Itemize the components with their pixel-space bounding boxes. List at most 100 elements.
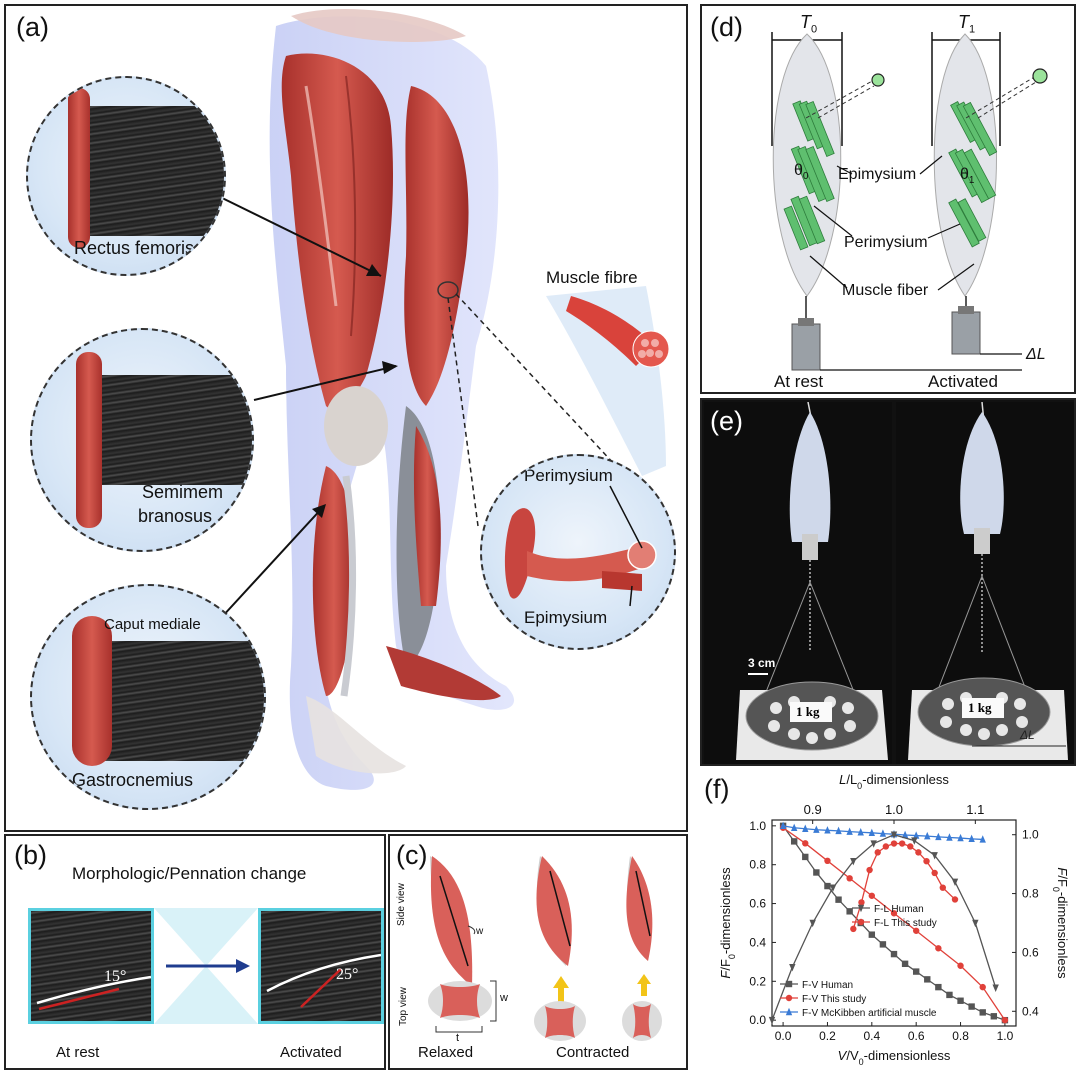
data-point (946, 833, 953, 841)
panel-d-label: (d) (710, 12, 743, 42)
data-point (790, 838, 798, 845)
legend-fv-human: F-V Human (802, 980, 853, 991)
data-point (857, 828, 864, 836)
panel-a-label: (a) (16, 12, 49, 42)
gastrocnemius-label: Gastrocnemius (72, 770, 194, 790)
epimysium-label: Epimysium (524, 608, 608, 627)
top-view-label: Top view (398, 987, 409, 1026)
data-point (990, 1013, 998, 1020)
photo-rest: 3 cm 1 kg (704, 402, 892, 764)
us-activated-image (258, 908, 384, 1024)
data-point (924, 976, 931, 983)
data-point (824, 882, 831, 890)
muscle-fibre-label: Muscle fibre (546, 268, 638, 287)
data-point (866, 866, 873, 874)
y-left-tick-label: 1.0 (749, 819, 766, 833)
scale-bar-label: 3 cm (748, 656, 776, 670)
data-point (901, 830, 909, 839)
data-point (992, 984, 999, 992)
semimembranosus-label-line2: branosus (138, 506, 213, 526)
data-point (824, 826, 831, 834)
data-point (907, 843, 914, 850)
legend-fv-human-marker (785, 980, 793, 988)
legend-fl-study: F-L This study (874, 918, 937, 929)
data-point (846, 875, 853, 882)
muscle-fiber-d-label: Muscle fiber (842, 282, 929, 299)
fascicle-graphic (504, 485, 657, 607)
muscle-fibre-bundle (566, 296, 670, 368)
perimysium-inset: Perimysium Epimysium (480, 454, 676, 650)
data-point (789, 963, 796, 972)
panel-c-label: (c) (396, 840, 428, 870)
data-point (957, 962, 964, 969)
rectus-muscle-graphic (68, 88, 90, 248)
w-top-label: w (500, 992, 508, 1004)
weight-left-label: 1 kg (796, 704, 820, 719)
data-point (957, 997, 964, 1004)
series-line-4 (852, 842, 956, 930)
gastro-ultrasound-image (102, 641, 264, 761)
data-point (923, 858, 930, 865)
data-point (850, 858, 857, 866)
caption-at-rest: At rest (56, 1044, 100, 1061)
data-point (813, 825, 820, 833)
data-point (858, 899, 865, 906)
data-point (802, 840, 809, 847)
data-point (979, 835, 986, 843)
y-right-tick-label: 1.0 (1022, 828, 1039, 842)
data-point (850, 925, 857, 933)
data-point (931, 869, 938, 877)
data-point (874, 849, 881, 856)
pennation-title: Morphologic/Pennation change (72, 864, 307, 883)
data-point (968, 1003, 975, 1010)
y-left-tick-label: 0.2 (749, 974, 766, 988)
data-point (898, 840, 906, 847)
perimysium-label: Perimysium (524, 466, 613, 485)
data-point (951, 878, 959, 886)
gastro-muscle-graphic (72, 616, 112, 766)
data-point (979, 1009, 986, 1016)
gastrocnemius-inset: Caput mediale Gastrocnemius (30, 584, 266, 810)
t-top-label: t (456, 1032, 460, 1044)
semi-ultrasound-image (102, 375, 252, 485)
legend-fv-study-marker (785, 994, 793, 1002)
semi-muscle-graphic (76, 352, 102, 528)
theta0-label: θ0 (794, 162, 809, 183)
data-point (824, 857, 831, 865)
data-point (979, 983, 986, 991)
data-point (939, 884, 946, 891)
x-bottom-axis-label: V/V0-dimensionless (838, 1048, 951, 1067)
caption-activated: Activated (280, 1044, 342, 1061)
artificial-muscle-diagram (771, 32, 1048, 371)
legend-fl-human: F-L Human (874, 904, 924, 915)
weight-right-label: 1 kg (968, 700, 992, 715)
x-bottom-tick-label: 0.4 (863, 1029, 880, 1043)
data-point (951, 896, 959, 903)
x-top-tick-label: 1.1 (966, 802, 984, 817)
data-point (846, 908, 853, 915)
data-point (879, 829, 887, 837)
legend-fv-mckibben-marker (785, 1007, 793, 1016)
x-top-tick-label: 1.0 (885, 802, 903, 817)
data-point (1001, 1016, 1009, 1024)
y-right-tick-label: 0.6 (1022, 945, 1039, 959)
legend-fl-study-marker (857, 918, 865, 926)
panel-d: (d) (700, 4, 1076, 394)
photo-activated: 1 kg ΔL (896, 402, 1074, 764)
x-bottom-tick-label: 0.2 (819, 1029, 836, 1043)
data-point (935, 945, 942, 952)
legs-illustration (213, 8, 670, 790)
side-view-label: Side view (396, 883, 407, 926)
y-left-tick-label: 0.8 (749, 858, 766, 872)
at-rest-label: At rest (774, 372, 824, 391)
data-point (835, 896, 842, 903)
data-point (882, 843, 890, 850)
data-point (879, 941, 887, 948)
panel-b: (b) Morphologic/Pennation change 15° 25°… (4, 834, 386, 1070)
data-point (935, 983, 942, 991)
x-bottom-tick-label: 0.8 (952, 1029, 969, 1043)
data-point (890, 910, 898, 917)
contracted-label: Contracted (556, 1044, 630, 1061)
muscle-shape-diagram (428, 856, 662, 1041)
